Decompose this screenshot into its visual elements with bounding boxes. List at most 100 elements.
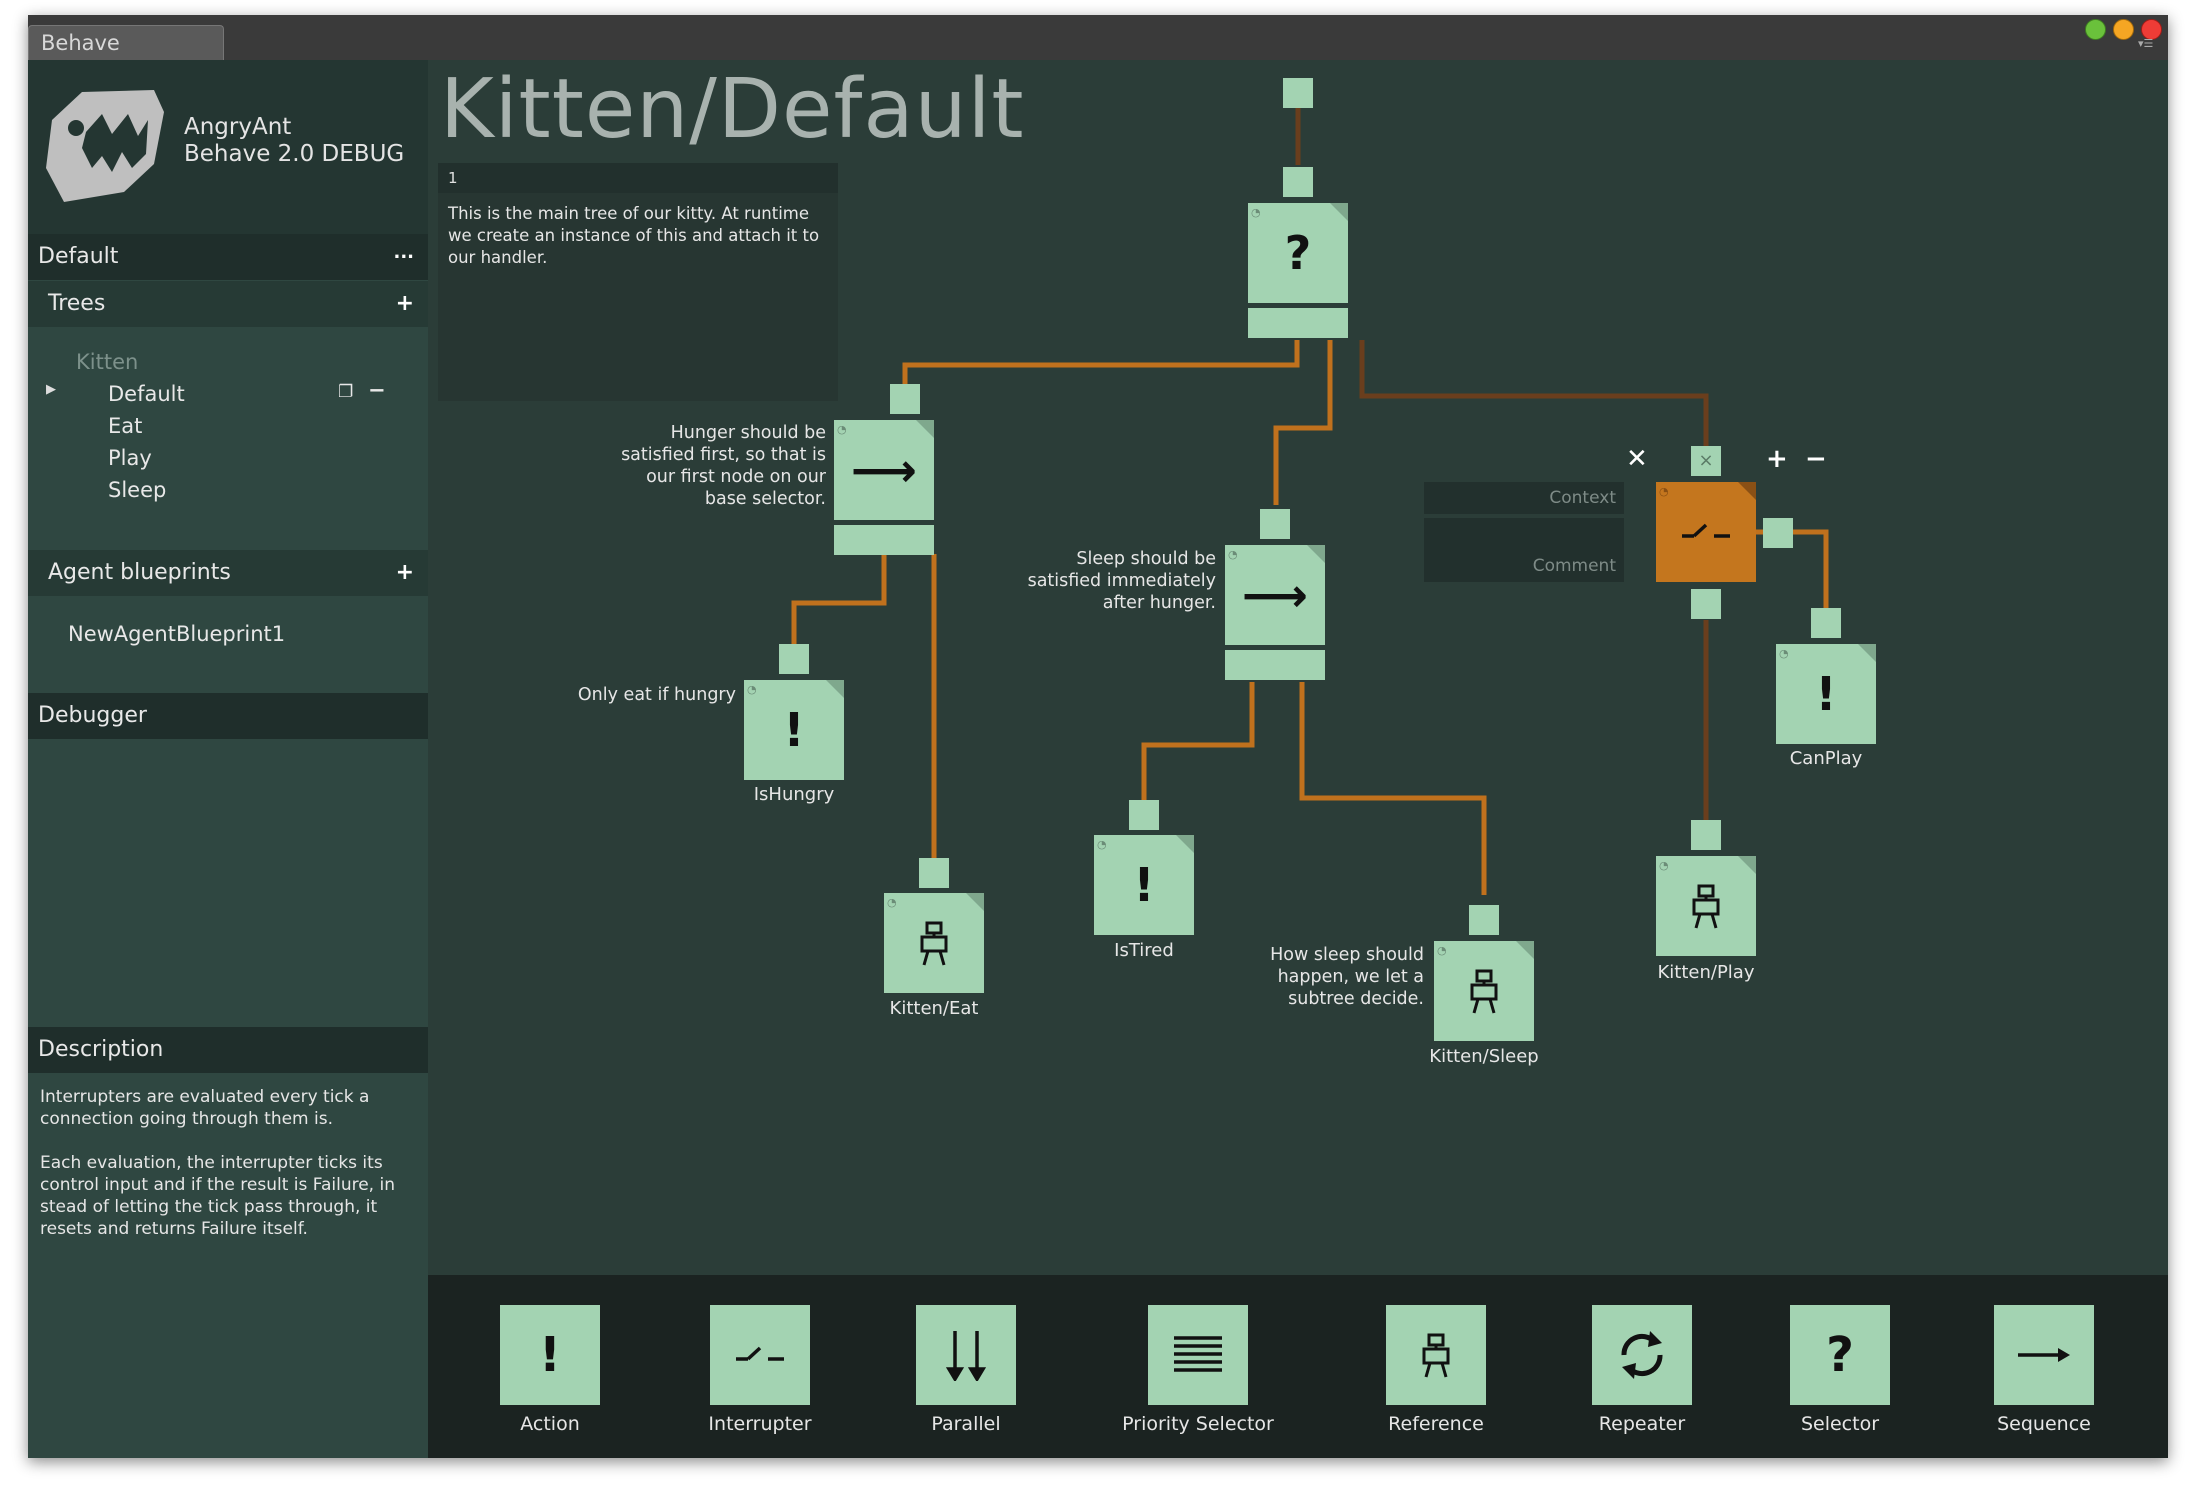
wire-root-hunger: [902, 340, 1300, 396]
canplay-input-port[interactable]: [1811, 608, 1841, 638]
add-tree-button[interactable]: +: [395, 291, 414, 316]
palette-label: Repeater: [1598, 1413, 1686, 1435]
wire-hunger-ishungry: [791, 554, 887, 645]
eat-input-port[interactable]: [919, 858, 949, 888]
play-input-port[interactable]: [1691, 820, 1721, 850]
palette-parallel-button[interactable]: [916, 1305, 1016, 1405]
context-field[interactable]: Context: [1424, 482, 1624, 514]
node-notch-icon: ◔: [747, 683, 757, 696]
node-notch-icon: ◔: [1097, 838, 1107, 851]
interrupter-node[interactable]: ◔: [1656, 482, 1756, 582]
window-tab[interactable]: Behave: [28, 25, 224, 60]
library-header[interactable]: Default ...: [28, 234, 428, 280]
connection-wires: [791, 88, 1829, 895]
node-palette-toolbar: ! Action Interrupter Parallel Priorit: [428, 1275, 2168, 1458]
palette-selector-button[interactable]: ?: [1790, 1305, 1890, 1405]
library-options-button[interactable]: ...: [393, 242, 414, 263]
wire-root-interrupter: [1359, 340, 1709, 448]
debugger-label: Debugger: [38, 703, 147, 728]
subtree-sleep-input-port[interactable]: [1469, 905, 1499, 935]
maximize-button[interactable]: [2085, 19, 2106, 40]
collection-kitten[interactable]: Kitten: [76, 350, 139, 374]
interrupter-control-port[interactable]: ×: [1691, 446, 1721, 476]
palette-label: Action: [520, 1413, 580, 1435]
sleep-input-port[interactable]: [1260, 509, 1290, 539]
hunger-output-bar[interactable]: [834, 525, 934, 555]
sleep-sequence-node[interactable]: ◔ ⟶: [1225, 545, 1325, 645]
library-label: Default: [38, 244, 119, 269]
description-paragraph: Each evaluation, the interrupter ticks i…: [40, 1153, 395, 1239]
minimize-button[interactable]: [2113, 19, 2134, 40]
istired-input-port[interactable]: [1129, 800, 1159, 830]
repeater-icon: [1621, 1331, 1663, 1379]
behave-window: Behave ▾☰ AngryAnt Behave 2.0 DEBUG Defa…: [28, 15, 2168, 1458]
close-node-button[interactable]: ✕: [1626, 444, 1648, 474]
node-label-kitten-sleep: Kitten/Sleep: [1429, 1046, 1539, 1067]
selector-input-port[interactable]: [1283, 167, 1313, 197]
tree-item-play[interactable]: Play: [108, 446, 152, 470]
node-corner: [1738, 482, 1756, 500]
ishungry-action-node[interactable]: ◔ !: [744, 680, 844, 780]
node-notch-icon: ◔: [1659, 485, 1669, 498]
remove-port-button[interactable]: −: [1805, 444, 1827, 474]
palette-reference-button[interactable]: [1386, 1305, 1486, 1405]
duplicate-tree-icon[interactable]: ❐: [338, 382, 354, 402]
istired-action-node[interactable]: ◔ !: [1094, 835, 1194, 935]
palette-action-button[interactable]: !: [500, 1305, 600, 1405]
expand-arrow-icon[interactable]: ▶: [46, 382, 56, 397]
kitten-sleep-reference-node[interactable]: ◔: [1434, 941, 1534, 1041]
tree-item-eat[interactable]: Eat: [108, 414, 143, 438]
sleep-output-bar[interactable]: [1225, 650, 1325, 680]
node-label-istired: IsTired: [1114, 940, 1174, 961]
wire-root-sleep: [1273, 340, 1333, 505]
add-agent-blueprint-button[interactable]: +: [395, 560, 414, 585]
reference-icon: [1692, 884, 1720, 929]
action-icon: !: [783, 703, 805, 757]
node-label-kitten-play: Kitten/Play: [1657, 962, 1755, 983]
palette-priority-selector-button[interactable]: [1148, 1305, 1248, 1405]
interrupter-icon: [736, 1346, 784, 1361]
canplay-action-node[interactable]: ◔ !: [1776, 644, 1876, 744]
root-input-port[interactable]: [1283, 78, 1313, 108]
agent-blueprint-item[interactable]: NewAgentBlueprint1: [68, 622, 286, 646]
priority-selector-icon: [1174, 1336, 1222, 1372]
tree-item-sleep[interactable]: Sleep: [108, 478, 167, 502]
hunger-sequence-node[interactable]: ◔ ⟶: [834, 420, 934, 520]
reference-icon: [1470, 969, 1498, 1014]
note-only-eat: Only eat if hungry: [577, 685, 736, 705]
node-corner: [1738, 856, 1756, 874]
node-corner: [826, 680, 844, 698]
ishungry-input-port[interactable]: [779, 644, 809, 674]
palette-sequence-button[interactable]: [1994, 1305, 2094, 1405]
add-port-button[interactable]: +: [1766, 444, 1788, 474]
brand-header: AngryAnt Behave 2.0 DEBUG: [28, 60, 428, 234]
comment-field[interactable]: Comment: [1424, 518, 1624, 582]
hunger-input-port[interactable]: [890, 384, 920, 414]
note-sleep: Sleep should be satisfied immediately af…: [1027, 549, 1216, 613]
palette-interrupter-button[interactable]: [710, 1305, 810, 1405]
debugger-header[interactable]: Debugger: [28, 693, 428, 739]
selector-output-bar[interactable]: [1248, 308, 1348, 338]
window-menu-icon[interactable]: ▾☰: [2138, 37, 2154, 50]
node-notch-icon: ◔: [1437, 944, 1447, 957]
description-header: Description: [28, 1027, 428, 1073]
action-icon: !: [539, 1327, 561, 1383]
palette-label: Parallel: [931, 1413, 1001, 1435]
tree-title: Kitten/Default: [440, 62, 1025, 157]
root-selector-node[interactable]: ◔ ?: [1248, 203, 1348, 303]
interrupter-output-port[interactable]: [1691, 589, 1721, 619]
kitten-play-reference-node[interactable]: ◔: [1656, 856, 1756, 956]
tree-item-default[interactable]: Default: [108, 382, 185, 406]
reference-icon: [1422, 1333, 1450, 1378]
palette-repeater-button[interactable]: [1592, 1305, 1692, 1405]
kitten-eat-reference-node[interactable]: ◔: [884, 893, 984, 993]
interrupter-control-output-port[interactable]: [1763, 518, 1793, 548]
tree-canvas[interactable]: Kitten/Default 1 This is the main tree o…: [428, 60, 2168, 1458]
comment-box[interactable]: [438, 163, 838, 401]
brand-product: Behave 2.0 DEBUG: [184, 141, 405, 167]
agent-blueprints-header: Agent blueprints +: [28, 550, 428, 596]
close-button[interactable]: [2141, 19, 2162, 40]
node-corner: [966, 893, 984, 911]
remove-tree-button[interactable]: −: [368, 378, 386, 402]
trees-header: Trees +: [28, 281, 428, 327]
